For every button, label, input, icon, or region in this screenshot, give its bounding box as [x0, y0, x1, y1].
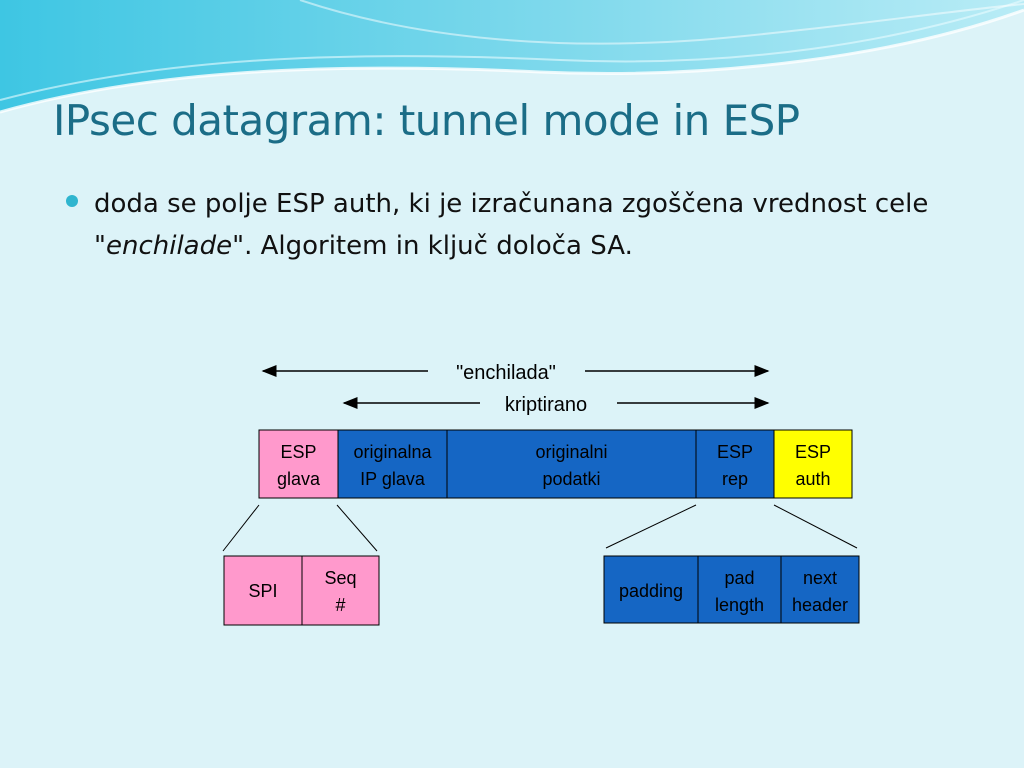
- detail-cell-spi-box: [223, 555, 303, 626]
- header-expansion-line-right: [336, 504, 378, 552]
- detail-cell-seq-line-2: #: [335, 595, 345, 615]
- packet-cell-esp-auth: ESP auth: [773, 429, 853, 499]
- detail-cell-pad-length: pad length: [697, 555, 782, 624]
- packet-cell-original-data-line-1: originalni: [535, 442, 607, 462]
- packet-cell-original-ip-header-line-2: IP glava: [360, 469, 426, 489]
- packet-cell-esp-header-line-1: ESP: [280, 442, 316, 462]
- detail-cell-padding-box: [603, 555, 699, 624]
- detail-cell-pad-length-line-2: length: [715, 595, 764, 615]
- trailer-expansion-line-right: [773, 504, 858, 549]
- packet-cell-esp-auth-line-1: ESP: [795, 442, 831, 462]
- trailer-expansion-line-left: [605, 504, 697, 549]
- esp-trailer-detail: padding pad length next header: [603, 555, 860, 624]
- packet-cell-original-ip-header-box: [337, 429, 448, 499]
- enchilada-span: "enchilada": [261, 362, 770, 384]
- detail-cell-next-header-line-2: header: [792, 595, 848, 615]
- enchilada-label: "enchilada": [456, 362, 556, 384]
- packet-cell-esp-header: ESP glava: [258, 429, 339, 499]
- background-wave: [0, 0, 1024, 114]
- detail-cell-pad-length-line-1: pad: [724, 568, 754, 588]
- packet-cell-esp-header-line-2: glava: [277, 469, 321, 489]
- packet-cell-esp-auth-line-2: auth: [795, 469, 830, 489]
- header-expansion-line-left: [222, 504, 260, 552]
- detail-cell-next-header: next header: [780, 555, 860, 624]
- packet-cell-original-ip-header-line-1: originalna: [353, 442, 432, 462]
- esp-header-detail: SPI Seq #: [223, 555, 380, 626]
- packet-cell-esp-trailer-box: [695, 429, 775, 499]
- detail-cell-next-header-line-1: next: [803, 568, 837, 588]
- bullet-icon: [66, 195, 78, 207]
- bullet-text: doda se polje ESP auth, ki je izračunana…: [94, 183, 994, 267]
- packet-cell-original-data-line-2: podatki: [542, 469, 600, 489]
- detail-cell-next-header-box: [780, 555, 860, 624]
- detail-cell-spi: SPI: [223, 555, 303, 626]
- detail-cell-seq-line-1: Seq: [324, 568, 356, 588]
- kriptirano-span: kriptirano: [342, 394, 770, 416]
- detail-cell-padding: padding: [603, 555, 699, 624]
- packet-cell-esp-trailer-line-1: ESP: [717, 442, 753, 462]
- kriptirano-label: kriptirano: [505, 394, 587, 416]
- packet-cell-original-data: originalni podatki: [446, 429, 697, 499]
- packet-row: ESP glava originalna IP glava originalni…: [258, 429, 853, 499]
- bullet-text-italic: enchilade: [105, 231, 233, 261]
- detail-cell-seq-box: [301, 555, 380, 626]
- packet-cell-esp-trailer-line-2: rep: [722, 469, 748, 489]
- packet-cell-esp-header-box: [258, 429, 339, 499]
- detail-cell-padding-line-1: padding: [619, 581, 683, 601]
- detail-cell-seq: Seq #: [301, 555, 380, 626]
- detail-cell-spi-line-1: SPI: [248, 581, 277, 601]
- packet-cell-esp-auth-box: [773, 429, 853, 499]
- bullet-text-after: ". Algoritem in ključ določa SA.: [232, 231, 633, 261]
- expansion-lines: [222, 504, 858, 552]
- packet-cell-esp-trailer: ESP rep: [695, 429, 775, 499]
- packet-cell-original-data-box: [446, 429, 697, 499]
- slide-title: IPsec datagram: tunnel mode in ESP: [53, 96, 800, 145]
- packet-cell-original-ip-header: originalna IP glava: [337, 429, 448, 499]
- bullet-text-before: doda se polje ESP auth, ki je izračunana…: [94, 189, 929, 261]
